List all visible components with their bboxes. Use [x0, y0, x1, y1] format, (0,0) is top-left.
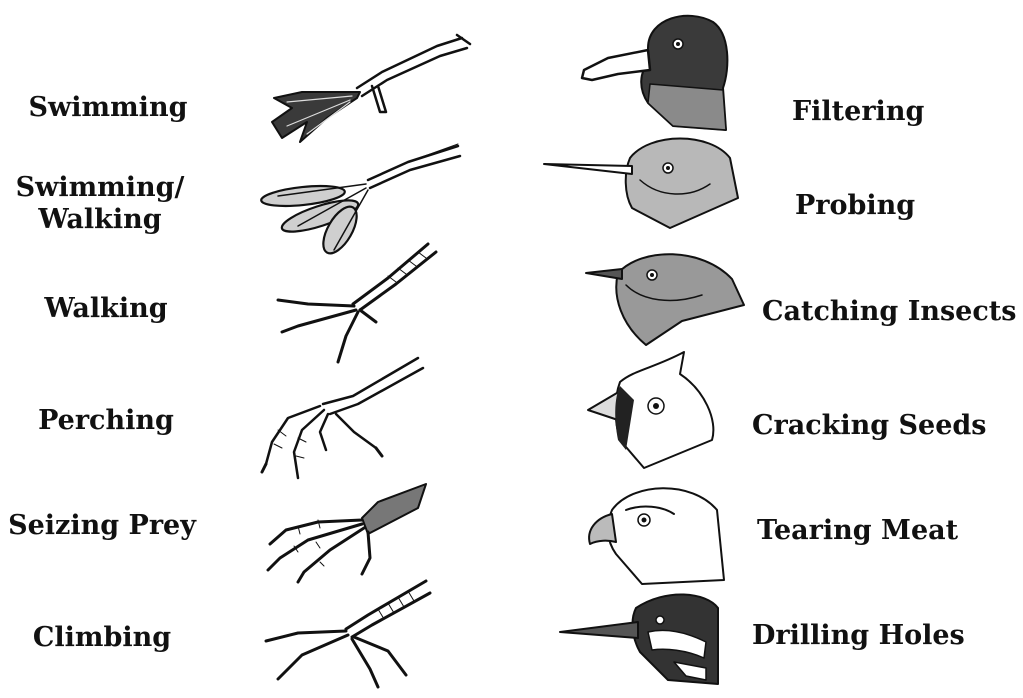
- foot-label-swimming: Swimming: [8, 92, 208, 124]
- beak-label-cracking-seeds: Cracking Seeds: [752, 410, 986, 442]
- foot-label-seizing-prey: Seizing Prey: [2, 510, 202, 542]
- foot-label-swimming-walking: Swimming/ Walking: [0, 172, 200, 236]
- beak-label-tearing-meat: Tearing Meat: [757, 515, 958, 547]
- beak-label-drilling-holes: Drilling Holes: [752, 620, 965, 652]
- catching-insects-beak-illustration: [582, 245, 752, 350]
- cracking-seeds-beak-illustration: [584, 350, 724, 475]
- beak-label-probing: Probing: [795, 190, 915, 222]
- foot-label-perching: Perching: [6, 405, 206, 437]
- climbing-foot-illustration: [258, 575, 438, 695]
- tearing-meat-beak-illustration: [582, 480, 732, 590]
- beak-label-catching-insects: Catching Insects: [762, 296, 1016, 328]
- beak-label-filtering: Filtering: [792, 96, 924, 128]
- filtering-beak-illustration: [578, 8, 738, 138]
- foot-label-walking: Walking: [6, 293, 206, 325]
- seizing-prey-foot-illustration: [258, 478, 438, 588]
- foot-label-swimming-walking-line2: Walking: [0, 204, 200, 236]
- walking-foot-illustration: [268, 238, 448, 368]
- foot-label-climbing: Climbing: [2, 622, 202, 654]
- swimming-foot-illustration: [262, 30, 472, 145]
- perching-foot-illustration: [258, 352, 433, 487]
- foot-label-swimming-walking-line1: Swimming/: [0, 172, 200, 204]
- drilling-holes-beak-illustration: [556, 588, 726, 688]
- probing-beak-illustration: [540, 128, 745, 233]
